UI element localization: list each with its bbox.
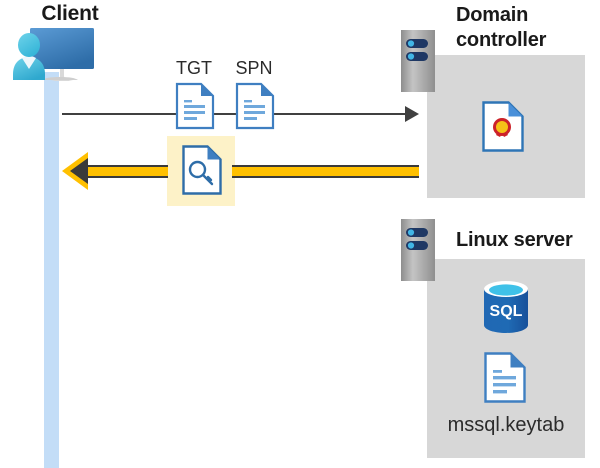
client-lifeline — [44, 72, 59, 468]
keytab-document-icon — [484, 352, 526, 403]
client-label: Client — [41, 2, 99, 25]
linux-server-title: Linux server — [456, 229, 573, 251]
sql-icon-label: SQL — [490, 303, 523, 320]
domain-controller-server-rack-icon — [401, 30, 435, 92]
service-ticket-key-document-icon — [182, 145, 222, 195]
request-arrow-head — [405, 106, 419, 122]
keytab-filename-label: mssql.keytab — [447, 414, 565, 436]
tgt-label: TGT — [176, 58, 212, 78]
tgt-document-icon — [175, 82, 215, 130]
linux-server-rack-icon — [401, 219, 435, 281]
domain-controller-title: Domain controller — [456, 4, 547, 51]
response-arrow-head — [70, 158, 88, 184]
sql-database-icon: SQL — [481, 280, 531, 334]
response-arrow-segment-right — [232, 165, 419, 178]
spn-document-icon — [235, 82, 275, 130]
spn-label: SPN — [235, 58, 273, 78]
client-user-monitor-icon — [6, 26, 116, 88]
response-arrow-segment-left — [80, 165, 168, 178]
certificate-document-icon — [482, 101, 524, 152]
